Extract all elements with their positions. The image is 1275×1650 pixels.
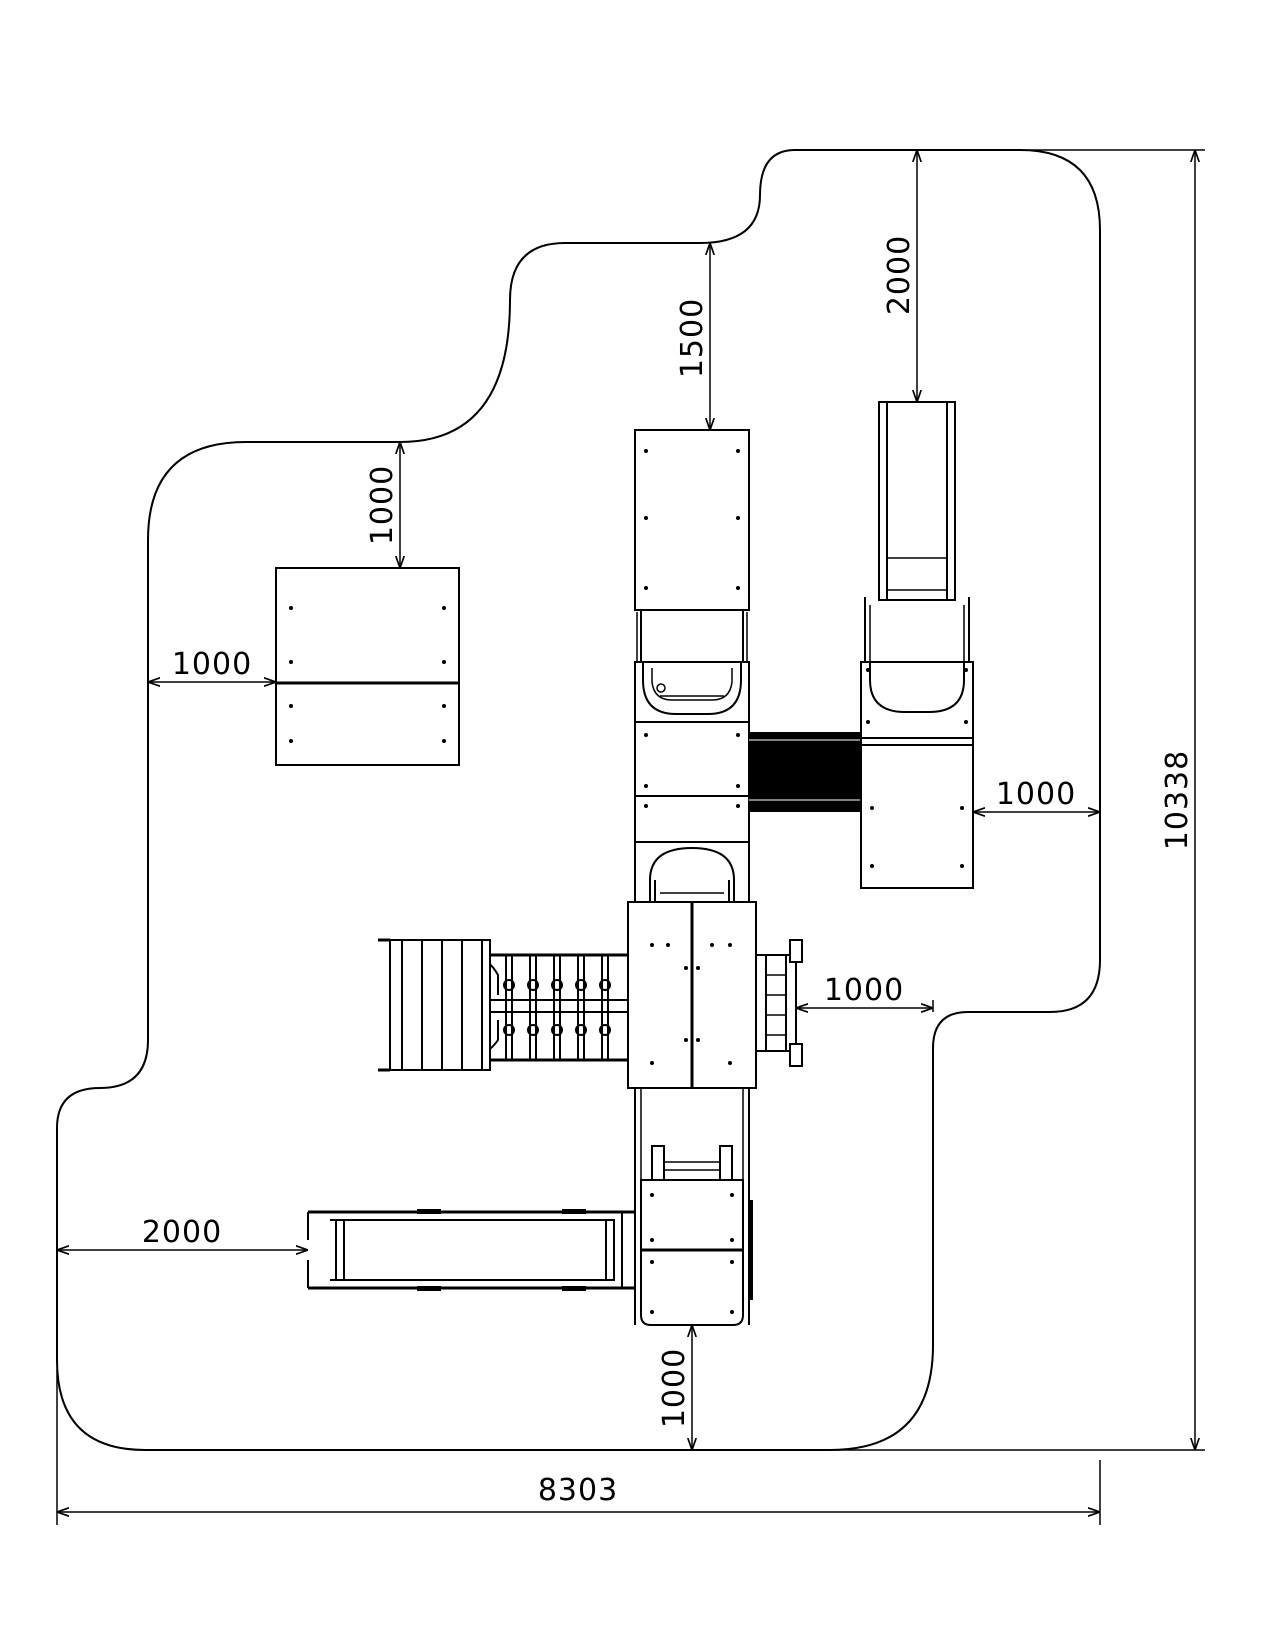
dim-top-right: 2000 xyxy=(882,150,955,403)
right-platform-upper xyxy=(860,661,974,739)
left-stairs xyxy=(378,938,491,1072)
dim-top-left-label: 1000 xyxy=(365,465,400,545)
dim-bottom-label: 1000 xyxy=(657,1348,692,1428)
dim-right-slide-label: 1000 xyxy=(996,777,1076,812)
dim-top-left: 1000 xyxy=(365,442,400,568)
dim-left-panel: 1000 xyxy=(148,647,276,682)
dim-left-bottom-slide: 2000 xyxy=(57,1215,308,1250)
connecting-bridge xyxy=(749,732,861,812)
dim-top-right-label: 2000 xyxy=(882,235,917,315)
top-tower-upper xyxy=(634,661,750,723)
tower-lower-arch xyxy=(634,841,750,903)
net-posts xyxy=(503,954,611,1061)
dim-overall-width-label: 8303 xyxy=(538,1473,618,1508)
dim-right-slide: 1000 xyxy=(973,777,1100,812)
platform-ladder xyxy=(755,939,803,1067)
dim-top-center-label: 1500 xyxy=(675,298,710,378)
dim-left-bottom-slide-label: 2000 xyxy=(142,1215,222,1250)
top-tower-deck xyxy=(634,721,750,843)
climbing-net xyxy=(469,949,628,1063)
safety-zone-outline xyxy=(56,149,1101,1451)
play-equipment xyxy=(275,401,974,1326)
dim-left-panel-label: 1000 xyxy=(172,647,252,682)
free-panel xyxy=(275,567,460,766)
dimension-lines: 8303 10338 1500 2000 1000 1000 xyxy=(56,149,1205,1525)
dim-overall-height: 10338 xyxy=(830,149,1205,1451)
right-platform-deck xyxy=(860,737,974,889)
dim-overall-height-label: 10338 xyxy=(1160,750,1195,850)
right-slide xyxy=(864,401,970,662)
bottom-tower xyxy=(634,1088,753,1326)
central-platform xyxy=(627,901,757,1089)
dim-bottom: 1000 xyxy=(657,1325,692,1450)
dim-overall-width: 8303 xyxy=(56,1370,1101,1525)
dim-top-center: 1500 xyxy=(675,243,710,430)
bottom-slide xyxy=(307,1209,635,1291)
dim-right-ladder: 1000 xyxy=(796,973,934,1012)
dim-right-ladder-label: 1000 xyxy=(824,973,904,1008)
top-tower-roof xyxy=(634,429,750,662)
